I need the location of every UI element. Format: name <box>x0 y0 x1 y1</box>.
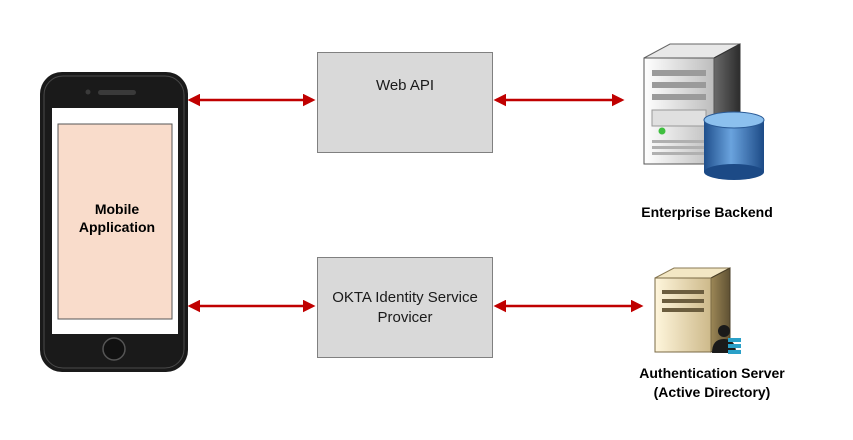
okta-identity-box: OKTA Identity Service Provicer <box>317 257 493 358</box>
mobile-phone <box>40 72 188 372</box>
auth-label-line1: Authentication Server <box>639 365 785 381</box>
phone-screen <box>57 123 173 320</box>
okta-label-line1: OKTA Identity Service <box>332 289 478 306</box>
phone-speaker <box>98 90 136 95</box>
web-api-label: Web API <box>375 77 435 94</box>
auth-server-label: Authentication Server (Active Directory) <box>612 364 812 402</box>
mobile-application-label: Mobile Application <box>52 200 182 236</box>
phone-home-button <box>102 337 126 361</box>
okta-label-line2: Provicer <box>377 309 433 326</box>
enterprise-backend-label: Enterprise Backend <box>641 204 773 220</box>
phone-camera <box>85 89 91 95</box>
auth-label-line2: (Active Directory) <box>653 384 771 400</box>
web-api-box: Web API <box>317 52 493 153</box>
mobile-label-line1: Mobile <box>94 201 140 217</box>
server-user-icon <box>654 267 741 354</box>
server-database-icon <box>643 43 765 180</box>
mobile-label-line2: Application <box>78 219 156 235</box>
